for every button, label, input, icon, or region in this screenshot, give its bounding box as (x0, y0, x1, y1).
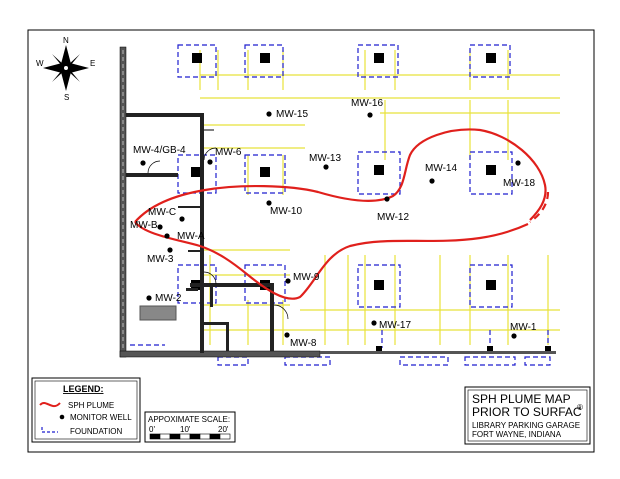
map-subtitle: PRIOR TO SURFAC (472, 405, 582, 419)
legend: LEGEND: SPH PLUME MONITOR WELL FOUNDATIO… (31, 377, 141, 443)
monitor-well-label: MW-B (130, 220, 158, 231)
monitor-well-marker (284, 332, 290, 338)
legend-title: LEGEND: (63, 384, 104, 394)
scale-segment (189, 433, 201, 440)
monitor-well-label: MW-2 (155, 293, 182, 304)
monitor-well-marker (511, 333, 517, 339)
map-title: SPH PLUME MAP (472, 392, 571, 406)
monitor-well-marker (285, 278, 291, 284)
map-border (27, 29, 595, 453)
scale-segment (219, 433, 231, 440)
scale-tick-10: 10' (180, 425, 191, 434)
scale-tick-0: 0' (149, 425, 155, 434)
north-arrow-icon: N S E W (36, 36, 95, 102)
monitor-well-label: MW-16 (351, 98, 383, 109)
monitor-well-marker (266, 200, 272, 206)
title-block: SPH PLUME MAP PRIOR TO SURFAC ® LIBRARY … (464, 386, 591, 445)
monitor-well-label: MW-C (148, 207, 176, 218)
well-legend-icon (59, 414, 65, 420)
sph-plume-outline (134, 128, 550, 300)
monitor-well-marker (515, 160, 521, 166)
monitor-well-marker (323, 164, 329, 170)
scale-segment (179, 433, 191, 440)
legend-foundation-label: FOUNDATION (70, 427, 123, 436)
scale-bar: APPOXIMATE SCALE: 0' 10' 20' (144, 411, 236, 443)
scale-tick-20: 20' (218, 425, 229, 434)
monitor-well-label: MW-15 (276, 109, 308, 120)
monitor-well-label: MW-3 (147, 254, 174, 265)
site-location: FORT WAYNE, INDIANA (472, 430, 562, 439)
legend-well-label: MONITOR WELL (70, 413, 132, 422)
monitor-well-label: MW-4/GB-4 (133, 145, 186, 156)
monitor-well-marker (207, 159, 213, 165)
compass-e: E (90, 59, 95, 68)
building-walls (119, 46, 556, 358)
foundation-legend-icon (41, 427, 58, 433)
monitor-well-label: MW-13 (309, 153, 341, 164)
monitor-well-marker (367, 112, 373, 118)
monitor-well-label: MW-10 (270, 206, 302, 217)
scale-segment (149, 433, 161, 440)
monitor-well-label: MW-6 (215, 147, 242, 158)
monitor-well-label: MW-8 (290, 338, 317, 349)
monitor-well-marker (266, 111, 272, 117)
registered-mark: ® (577, 403, 583, 412)
monitor-well-label: MW-1 (510, 322, 537, 333)
compass-n: N (63, 36, 69, 45)
scale-segment (169, 433, 181, 440)
legend-plume-label: SPH PLUME (68, 401, 114, 410)
monitor-well-marker (157, 224, 163, 230)
scale-segment (209, 433, 221, 440)
monitor-well-label: MW-14 (425, 163, 457, 174)
scale-title: APPOXIMATE SCALE: (148, 415, 230, 424)
foundation-outlines (130, 44, 551, 366)
monitor-well-marker (384, 196, 390, 202)
monitor-well-label: MW-9 (293, 272, 320, 283)
monitor-well-marker (429, 178, 435, 184)
garage-grid-lines (199, 50, 560, 345)
monitor-well-label: MW-12 (377, 212, 409, 223)
compass-s: S (64, 93, 69, 102)
scale-segment (199, 433, 211, 440)
monitor-well-marker (179, 216, 185, 222)
monitor-well-marker (371, 320, 377, 326)
scale-segment (159, 433, 171, 440)
site-name: LIBRARY PARKING GARAGE (472, 421, 580, 430)
monitor-well-label: MW-A (177, 231, 205, 242)
monitor-well-label: MW-18 (503, 178, 535, 189)
monitor-well-marker (167, 247, 173, 253)
monitor-well-label: MW-17 (379, 320, 411, 331)
plume-legend-icon (39, 402, 61, 408)
monitor-well-marker (146, 295, 152, 301)
monitor-well-marker (164, 233, 170, 239)
compass-w: W (36, 59, 44, 68)
monitor-well-marker (140, 160, 146, 166)
